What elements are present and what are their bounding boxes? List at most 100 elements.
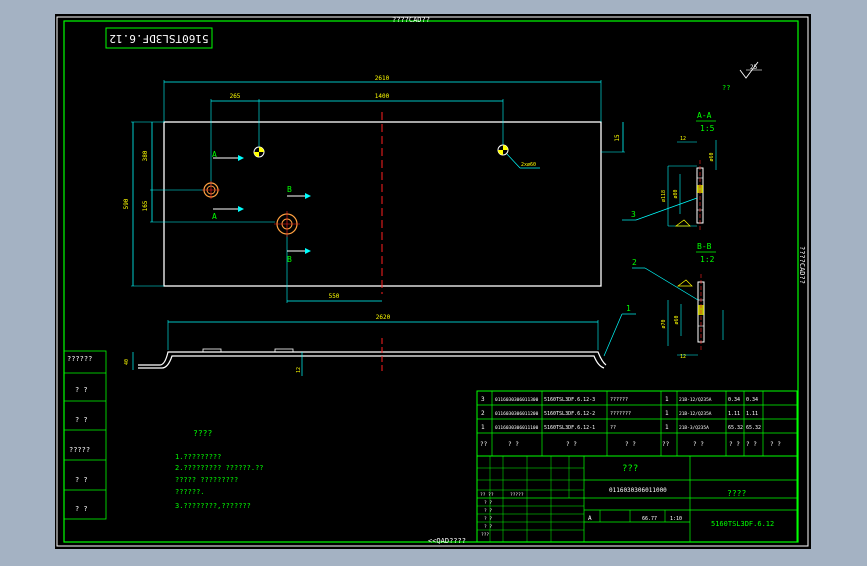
parts-header-cell: ? ? — [770, 441, 781, 448]
notes-title: ???? — [193, 429, 212, 438]
title-scale: 1:10 — [670, 516, 682, 522]
section-aa-inner: ø80 — [673, 189, 679, 198]
parts-row-material: 21B-12/Q235A — [679, 397, 712, 403]
dim-total-width: 2610 — [375, 75, 390, 82]
frame-top-label: ????CAD?? — [392, 16, 430, 24]
parts-row-qty: 1 — [665, 410, 669, 417]
title-weight: 66.77 — [642, 516, 657, 522]
parts-row-w2: 65.32 — [746, 425, 761, 431]
notes-line-0: 1.????????? — [175, 453, 221, 461]
dim-side-left: 40 — [124, 359, 130, 365]
parts-row-material: 21B-3/Q235A — [679, 425, 709, 431]
parts-row-desc: ?? — [610, 425, 616, 431]
sig-label: ??? — [481, 532, 489, 538]
parts-row-desc: ?????? — [610, 397, 628, 403]
signature-grid: ?? ?? ????? ? ? ? ? ? ? ? ? ??? — [477, 456, 584, 542]
section-a-bottom: A — [212, 212, 217, 221]
sig-label: ? ? — [484, 516, 492, 522]
title-drawing-no: 5160TSL3DF.6.12 — [711, 520, 774, 528]
sheet-background — [55, 14, 811, 549]
sig-label: ????? — [510, 492, 524, 498]
parts-row-code: 0116030306011200 — [495, 411, 539, 417]
section-aa-scale: 1:5 — [700, 124, 715, 133]
left-stack-5: ? ? — [75, 505, 88, 513]
notes-line-1: 2.????????? ??????.?? — [175, 464, 264, 472]
hole-note: 2xø60 — [521, 162, 536, 168]
section-bb-bottom: 12 — [680, 354, 686, 360]
parts-row-w1: 0.34 — [728, 397, 740, 403]
plan-view: 2610 265 1400 590 380 165 15 550 — [123, 75, 625, 303]
left-stack-0: ?????? — [67, 355, 92, 363]
parts-list: 3 0116030306011300 5160TSL3DF.6.12-3 ???… — [476, 390, 798, 457]
title-part-code: 0116030306011000 — [609, 487, 667, 494]
section-aa-right: ø60 — [709, 152, 715, 161]
parts-row-name: 5160TSL3DF.6.12-1 — [544, 425, 595, 431]
section-bb-outer: ø70 — [661, 319, 667, 328]
dim-550: 550 — [329, 293, 340, 300]
parts-row-qty: 1 — [665, 424, 669, 431]
parts-row-qty: 1 — [665, 396, 669, 403]
section-bb-title: B-B — [697, 242, 712, 251]
inner-frame — [63, 20, 799, 543]
stamp-text: 5160TSL3DF.6.12 — [109, 32, 208, 45]
dim-165: 165 — [142, 200, 149, 211]
parts-row-material: 21B-12/Q235A — [679, 411, 712, 417]
parts-row-w1: 1.11 — [728, 411, 740, 417]
parts-header-cell: ? ? — [625, 441, 636, 448]
parts-row-w2: 0.34 — [746, 397, 758, 403]
parts-row-desc: ??????? — [610, 411, 631, 417]
parts-header-cell: ? ? — [566, 441, 577, 448]
parts-row-code: 0116030306011300 — [495, 397, 539, 403]
parts-row-2: 2 0116030306011200 5160TSL3DF.6.12-2 ???… — [481, 410, 758, 417]
roughness-note: ?? — [722, 84, 730, 92]
parts-header-cell: ? ? — [746, 441, 757, 448]
sig-label: ? ? — [484, 508, 492, 514]
parts-header-cell: ?? — [662, 441, 670, 448]
roughness-value: 25 — [750, 64, 758, 71]
technical-notes: ???? 1.????????? 2.????????? ??????.?? ?… — [175, 429, 264, 510]
callout-1: 1 — [626, 304, 631, 313]
parts-header-cell: ? ? — [729, 441, 740, 448]
hole-a — [202, 181, 220, 199]
title-part-name: ??? — [622, 464, 638, 474]
parts-row-name: 5160TSL3DF.6.12-2 — [544, 411, 595, 417]
parts-row-no: 1 — [481, 424, 485, 431]
section-a-top: A — [212, 150, 217, 159]
title-material-label: ???? — [727, 489, 746, 498]
parts-row-no: 2 — [481, 410, 485, 417]
parts-header-cell: ? ? — [693, 441, 704, 448]
left-stack-2: ? ? — [75, 416, 88, 424]
left-stack-4: ? ? — [75, 476, 88, 484]
sig-label: ? ? — [484, 524, 492, 530]
section-aa-top: 12 — [680, 136, 686, 142]
parts-header: ?? ? ? ? ? ? ? ?? ? ? ? ? ? ? ? ? — [480, 441, 781, 448]
dim-side-thickness: 12 — [296, 367, 302, 373]
outer-frame — [56, 16, 809, 547]
sig-label: ? ? — [484, 500, 492, 506]
dim-2620: 2620 — [376, 314, 391, 321]
parts-row-no: 3 — [481, 396, 485, 403]
section-aa: A-A 1:5 ø118 ø80 ø60 12 3 — [622, 111, 717, 232]
section-bb: B-B 1:2 ø70 ø60 12 2 — [632, 242, 724, 360]
parts-row-w1: 65.32 — [728, 425, 743, 431]
left-stack: ?????? ? ? ? ? ????? ? ? ? ? — [63, 350, 107, 520]
parts-header-cell: ?? — [480, 441, 488, 448]
title-stage: A — [588, 515, 592, 522]
dim-1400: 1400 — [375, 93, 390, 100]
title-block: ?? ?? ????? ? ? ? ? ? ? ? ? ??? ??? 0116… — [476, 455, 798, 543]
frame-side-label: ????CAD?? — [798, 246, 806, 284]
callout-3: 3 — [631, 210, 636, 219]
section-bb-scale: 1:2 — [700, 255, 715, 264]
dim-590: 590 — [123, 198, 130, 209]
section-b-top: B — [287, 185, 292, 194]
parts-row-3: 3 0116030306011300 5160TSL3DF.6.12-3 ???… — [481, 396, 758, 403]
parts-row-w2: 1.11 — [746, 411, 758, 417]
roughness-symbol: 25 ?? — [722, 61, 762, 92]
notes-line-3: ??????. — [175, 488, 205, 496]
notes-line-2: ????? ????????? — [175, 476, 238, 484]
notes-line-4: 3.????????,??????? — [175, 502, 251, 510]
frame-bottom-label: <<QAD???? — [428, 537, 466, 545]
dim-265: 265 — [230, 93, 241, 100]
